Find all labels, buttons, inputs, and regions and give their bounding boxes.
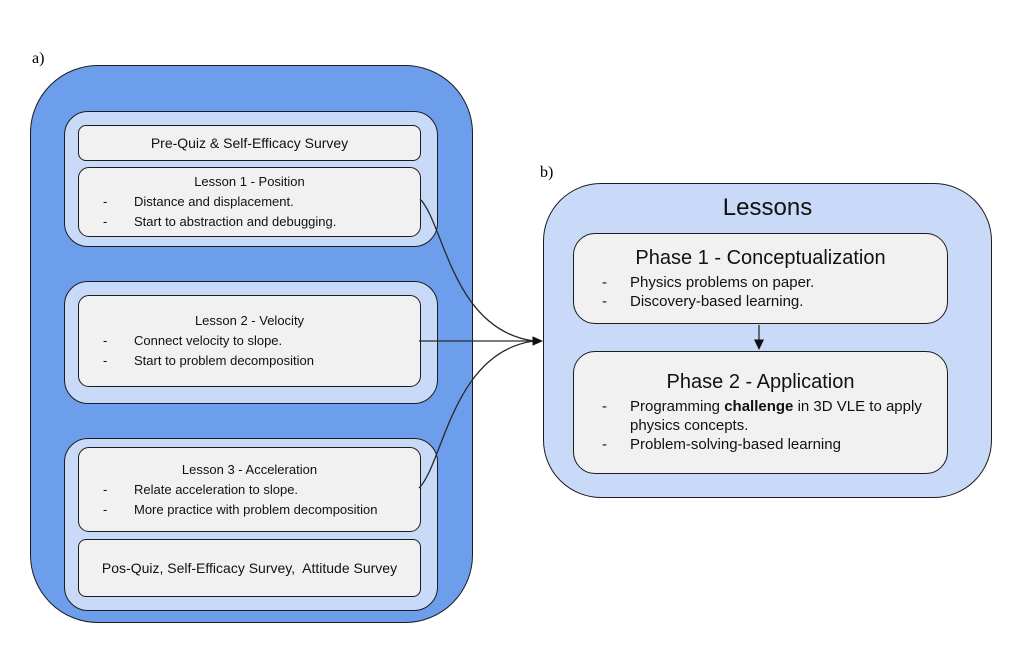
post-quiz-survey-label: Pos-Quiz, Self-Efficacy Survey, Attitude…	[101, 560, 398, 576]
bullet-dash: -	[602, 436, 607, 453]
lessons-title: Lessons	[722, 194, 813, 221]
phase-1-box: Phase 1 - Conceptualization - Physics pr…	[573, 233, 948, 324]
bullet-dash: -	[103, 333, 108, 348]
lesson-3-title: Lesson 3 - Acceleration	[181, 461, 318, 477]
phase-2-bullet-1: - Programming challenge in 3D VLE to app…	[574, 397, 947, 435]
bullet-dash: -	[103, 481, 108, 497]
bullet-text: Connect velocity to slope.	[134, 333, 283, 348]
group-lesson-2: Lesson 2 - Velocity - Connect velocity t…	[64, 281, 438, 404]
bullet-dash: -	[602, 398, 607, 415]
lesson-1-bullet-1: - Distance and displacement.	[79, 192, 420, 212]
bullet-text: Relate acceleration to slope.	[134, 481, 299, 497]
bullet-text: Distance and displacement.	[134, 194, 294, 209]
pre-quiz-survey-label: Pre-Quiz & Self-Efficacy Survey	[150, 135, 349, 151]
bullet-text: Discovery-based learning.	[630, 292, 804, 310]
lesson-3-bullet-2: - More practice with problem decompositi…	[79, 500, 420, 520]
bullet-text-post: in 3D VLE to apply physics concepts.	[630, 398, 922, 434]
lesson-1-title: Lesson 1 - Position	[194, 174, 305, 189]
phase-1-title: Phase 1 - Conceptualization	[635, 246, 886, 269]
bullet-text: More practice with problem decomposition	[134, 501, 378, 517]
post-quiz-survey-box: Pos-Quiz, Self-Efficacy Survey, Attitude…	[78, 539, 421, 597]
pre-quiz-survey-box: Pre-Quiz & Self-Efficacy Survey	[78, 125, 421, 161]
bullet-dash: -	[103, 501, 108, 517]
phase-2-box: Phase 2 - Application - Programming chal…	[573, 351, 948, 474]
bullet-dash: -	[602, 292, 607, 310]
lesson-2-title: Lesson 2 - Velocity	[194, 313, 305, 328]
lesson-3-box: Lesson 3 - Acceleration - Relate acceler…	[78, 447, 421, 532]
panel-b-lessons: Lessons Phase 1 - Conceptualization - Ph…	[543, 183, 992, 498]
bullet-dash: -	[103, 194, 108, 209]
panel-a-study-sequence: Pre-Quiz & Self-Efficacy Survey Lesson 1…	[30, 65, 473, 623]
bullet-dash: -	[103, 353, 108, 368]
lesson-3-bullet-1: - Relate acceleration to slope.	[79, 480, 420, 500]
group-lesson-3: Lesson 3 - Acceleration - Relate acceler…	[64, 438, 438, 611]
bullet-text: Physics problems on paper.	[630, 273, 815, 291]
lesson-1-bullet-2: - Start to abstraction and debugging.	[79, 212, 420, 232]
lesson-2-bullet-1: - Connect velocity to slope.	[79, 331, 420, 351]
lesson-2-box: Lesson 2 - Velocity - Connect velocity t…	[78, 295, 421, 387]
phase-1-bullet-1: - Physics problems on paper.	[574, 273, 947, 292]
phase-2-bullet-2: - Problem-solving-based learning	[574, 435, 947, 454]
bullet-dash: -	[103, 214, 108, 229]
bullet-dash: -	[602, 273, 607, 291]
bullet-text: Start to problem decomposition	[134, 353, 314, 368]
phase-2-title: Phase 2 - Application	[666, 371, 855, 393]
bullet-text-bold: challenge	[724, 398, 794, 415]
bullet-text-pre: Programming	[630, 398, 725, 415]
figure-label-b: b)	[540, 164, 554, 181]
lesson-1-box: Lesson 1 - Position - Distance and displ…	[78, 167, 421, 237]
figure-label-a: a)	[32, 50, 45, 67]
arrowhead-to-lessons	[532, 336, 543, 346]
bullet-text: Start to abstraction and debugging.	[134, 214, 337, 229]
lesson-2-bullet-2: - Start to problem decomposition	[79, 351, 420, 371]
group-lesson-1: Pre-Quiz & Self-Efficacy Survey Lesson 1…	[64, 111, 438, 247]
bullet-text: Programming challenge in 3D VLE to apply…	[630, 397, 935, 435]
bullet-text: Problem-solving-based learning	[630, 436, 841, 453]
phase-1-bullet-2: - Discovery-based learning.	[574, 292, 947, 311]
